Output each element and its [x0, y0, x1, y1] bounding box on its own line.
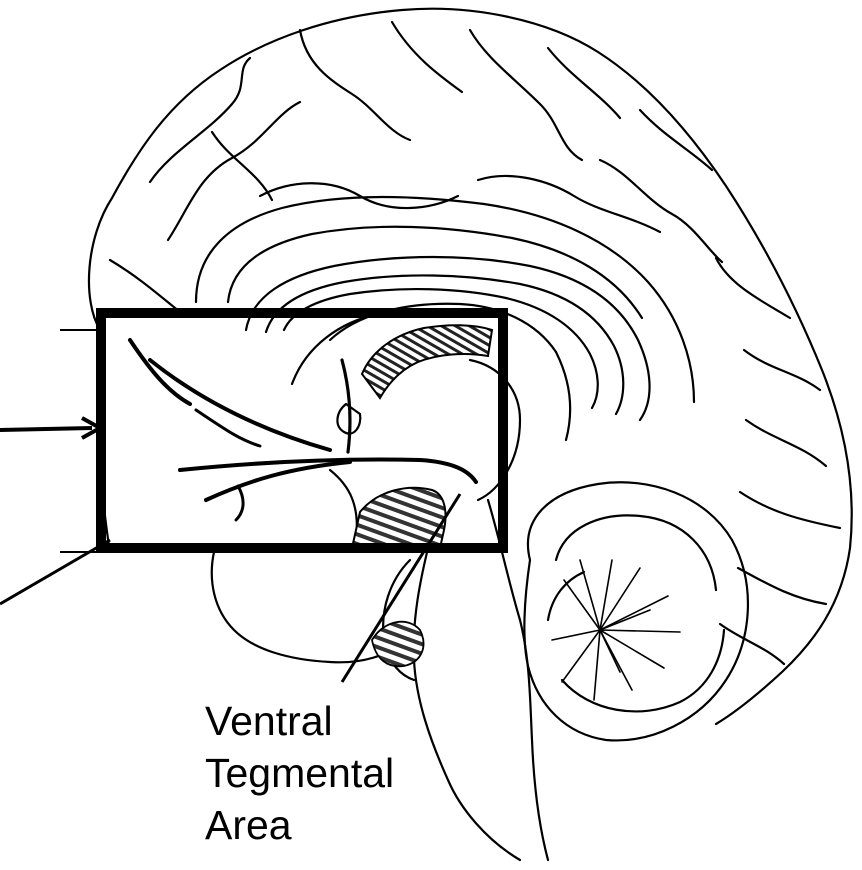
corpus-callosum-inner: [282, 287, 599, 410]
pointer-arrow: [0, 426, 93, 432]
brainstem-back: [486, 498, 550, 862]
midbrain-curve: [468, 358, 522, 502]
hypothalamus: [328, 468, 358, 542]
vta-label-line-2: Tegmental: [205, 750, 395, 796]
sulcus: [148, 56, 252, 184]
cerebellum-fold: [546, 570, 586, 622]
sulcus: [598, 158, 724, 264]
sulcus: [258, 182, 460, 210]
sulcus: [546, 46, 622, 120]
pointer-line-lower: [0, 538, 111, 606]
vta-pointer-line: [340, 493, 462, 683]
corpus-callosum-inner: [264, 274, 625, 416]
sulcus: [298, 28, 412, 142]
frontal-ray: [194, 408, 262, 448]
sulcus: [714, 256, 792, 320]
frontal-ray: [204, 460, 352, 502]
sulcus: [742, 348, 822, 392]
brainstem-hatched: [371, 620, 425, 668]
cerebellum-fold: [560, 628, 726, 713]
striatum-hatched: [360, 324, 494, 400]
temporal-lower: [210, 550, 406, 664]
frontal-ray: [128, 338, 192, 406]
arbor-vitae: [551, 559, 681, 701]
sulcus: [736, 566, 828, 606]
vta-label-line-3: Area: [205, 802, 292, 848]
sulcus: [166, 100, 302, 242]
arrow-head: [81, 416, 105, 440]
cingulate-gyrus: [194, 195, 696, 404]
vta-label: Ventral Tegmental Area: [205, 695, 394, 851]
sulcus: [476, 174, 662, 234]
corpus-callosum: [244, 255, 651, 422]
sulcus: [638, 108, 714, 172]
frontal-ray: [234, 484, 245, 522]
brainstem-front: [412, 538, 522, 862]
cerebrum-outline: [87, 7, 853, 726]
frontal-ray: [148, 358, 332, 452]
nucleus-accumbens: [336, 402, 362, 435]
fornix-lower: [554, 350, 572, 442]
highlight-box: [96, 308, 508, 553]
sulcus: [718, 622, 786, 666]
mesolimbic-tract: [178, 457, 478, 484]
sulcus: [468, 28, 584, 162]
sulcus: [744, 418, 828, 468]
fornix: [328, 302, 558, 354]
sulcus: [108, 258, 182, 314]
cingulate-sulcus: [226, 225, 644, 320]
sulcus: [738, 490, 842, 530]
cerebellum-fold: [554, 514, 718, 592]
sulcus: [390, 20, 464, 94]
vta-label-line-1: Ventral: [205, 698, 333, 744]
vta-hatched: [350, 486, 447, 549]
